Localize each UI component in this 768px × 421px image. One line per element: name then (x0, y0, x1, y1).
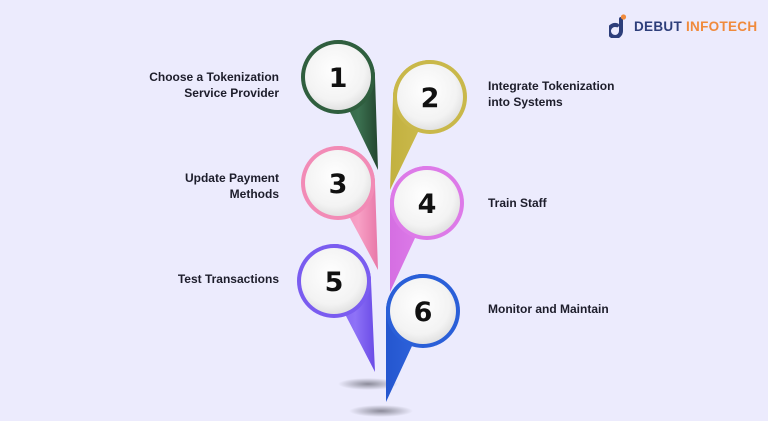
step-label-1-line1: Choose a Tokenization (149, 70, 279, 84)
step-pin-1: 1 (301, 40, 378, 170)
step-label-4-line1: Train Staff (488, 196, 547, 210)
step-label-3-line1: Update Payment (184, 171, 279, 185)
pin-shadow (349, 405, 413, 417)
step-pin-4: 4 (390, 166, 464, 292)
step-pin-3: 3 (301, 146, 378, 270)
step-number-2: 2 (421, 83, 440, 114)
step-pin-5: 5 (297, 244, 375, 372)
step-number-1: 1 (329, 63, 348, 94)
step-label-1-line2: Service Provider (184, 86, 279, 100)
step-label-1: Choose a Tokenization Service Provider (149, 69, 279, 101)
step-label-6-line1: Monitor and Maintain (488, 302, 609, 316)
step-label-4: Train Staff (488, 195, 547, 211)
step-label-5: Test Transactions (178, 271, 279, 287)
step-pin-2: 2 (390, 60, 467, 190)
step-number-6: 6 (414, 297, 433, 328)
step-pin-6: 6 (386, 274, 460, 402)
step-label-2-line2: into Systems (488, 95, 563, 109)
step-number-3: 3 (329, 169, 348, 200)
step-label-2-line1: Integrate Tokenization (488, 79, 615, 93)
brand-name-primary: DEBUT (634, 18, 682, 34)
debut-infotech-logo-icon (609, 14, 627, 38)
pin-shadow (338, 378, 398, 390)
step-label-3: Update Payment Methods (185, 170, 279, 202)
step-label-5-line1: Test Transactions (177, 272, 279, 286)
step-label-3-line2: Methods (229, 187, 279, 201)
brand-name-accent: INFOTECH (686, 18, 758, 34)
step-label-2: Integrate Tokenization into Systems (488, 78, 614, 110)
step-number-5: 5 (325, 267, 344, 298)
step-number-4: 4 (418, 189, 437, 220)
step-label-6: Monitor and Maintain (488, 301, 609, 317)
